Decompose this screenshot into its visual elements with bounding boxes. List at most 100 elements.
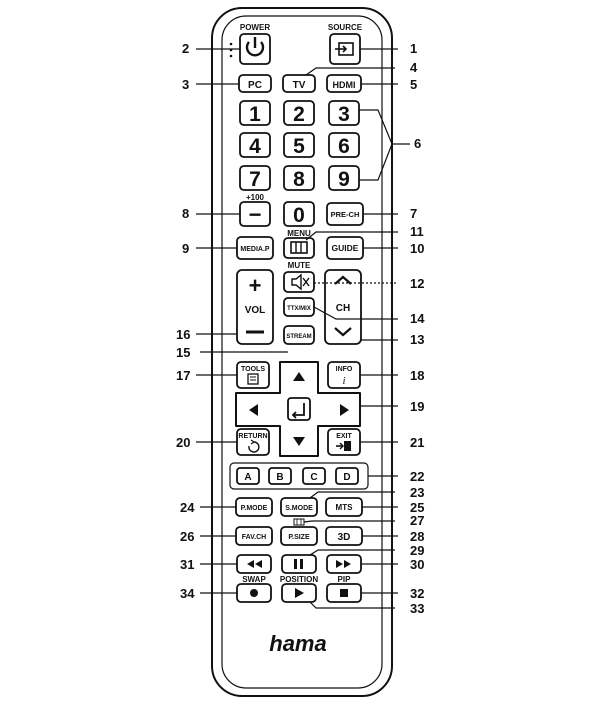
vol-label: VOL	[245, 305, 266, 316]
mts-button[interactable]: MTS	[325, 497, 363, 517]
return-button[interactable]: RETURN	[236, 428, 270, 456]
power-button[interactable]	[239, 33, 271, 65]
record-button[interactable]	[236, 583, 272, 603]
svg-text:8: 8	[293, 168, 305, 191]
channel-up-icon	[334, 275, 352, 285]
svg-text:INFO: INFO	[336, 366, 353, 373]
svg-text:1: 1	[249, 103, 261, 126]
svg-text:EXIT: EXIT	[336, 433, 352, 440]
power-label: POWER	[240, 23, 270, 32]
fast-forward-button[interactable]	[326, 554, 362, 574]
digit-button-5[interactable]: 5	[283, 132, 315, 158]
svg-text:3: 3	[338, 103, 350, 126]
color-button-a[interactable]: A	[236, 467, 260, 485]
menu-label: MENU	[287, 229, 311, 238]
channel-down-icon	[334, 327, 352, 337]
prech-button[interactable]: PRE-CH	[326, 202, 364, 226]
color-button-d[interactable]: D	[335, 467, 359, 485]
volume-rocker[interactable]: + VOL	[236, 269, 274, 345]
callout-26: 26	[180, 529, 194, 544]
svg-text:MTS: MTS	[336, 503, 354, 512]
mute-button[interactable]	[283, 271, 315, 293]
callout-3: 3	[182, 77, 189, 92]
svg-text:PRE-CH: PRE-CH	[331, 210, 360, 219]
menu-button[interactable]	[283, 237, 315, 259]
digit-button-9[interactable]: 9	[328, 165, 360, 191]
stop-button[interactable]	[326, 583, 362, 603]
mediap-button[interactable]: MEDIA.P	[236, 236, 274, 260]
pause-icon	[294, 559, 303, 569]
swap-label: SWAP	[242, 575, 266, 584]
three-d-button[interactable]: 3D	[325, 526, 363, 546]
stream-button[interactable]: STREAM	[283, 325, 315, 345]
favch-button[interactable]: FAV.CH	[235, 526, 273, 546]
digit-button-0[interactable]: 0	[283, 201, 315, 227]
psize-button[interactable]: P.SIZE	[280, 526, 318, 546]
digit-button-3[interactable]: 3	[328, 100, 360, 126]
source-label: SOURCE	[328, 23, 363, 32]
digit-button-7[interactable]: 7	[239, 165, 271, 191]
digit-button-1[interactable]: 1	[239, 100, 271, 126]
tools-button[interactable]: TOOLS	[236, 361, 270, 389]
info-button[interactable]: INFO i	[327, 361, 361, 389]
svg-text:B: B	[276, 472, 283, 483]
svg-text:TTX/MIX: TTX/MIX	[287, 306, 311, 312]
svg-text:C: C	[310, 472, 317, 483]
nav-left-button[interactable]	[249, 404, 258, 416]
callout-14: 14	[410, 311, 425, 326]
ok-button[interactable]	[287, 397, 311, 421]
channel-rocker[interactable]: CH	[324, 269, 362, 345]
play-icon	[295, 588, 304, 598]
callout-9: 9	[182, 241, 189, 256]
color-button-c[interactable]: C	[302, 467, 326, 485]
nav-up-button[interactable]	[293, 372, 305, 381]
callout-29: 29	[410, 543, 424, 558]
ttxmix-button[interactable]: TTX/MIX	[283, 297, 315, 317]
rewind-button[interactable]	[236, 554, 272, 574]
digit-button-2[interactable]: 2	[283, 100, 315, 126]
pause-button[interactable]	[281, 554, 317, 574]
color-button-b[interactable]: B	[268, 467, 292, 485]
menu-icon	[290, 241, 308, 254]
svg-text:RETURN: RETURN	[238, 433, 267, 440]
svg-text:S.MODE: S.MODE	[285, 505, 313, 512]
source-button[interactable]	[329, 33, 361, 65]
callout-24: 24	[180, 500, 195, 515]
digit-button-6[interactable]: 6	[328, 132, 360, 158]
info-icon: i	[342, 375, 345, 387]
callout-2: 2	[182, 41, 189, 56]
exit-button[interactable]: EXIT	[327, 428, 361, 456]
svg-text:6: 6	[338, 135, 350, 158]
mute-label: MUTE	[288, 261, 311, 270]
callout-13: 13	[410, 332, 424, 347]
minus-button[interactable]: −	[239, 201, 271, 227]
exit-icon	[336, 441, 351, 451]
digit-button-4[interactable]: 4	[239, 132, 271, 158]
plus100-label: +100	[246, 193, 265, 202]
callout-28: 28	[410, 529, 424, 544]
hdmi-button[interactable]: HDMI	[326, 74, 362, 93]
enter-icon	[291, 403, 305, 419]
smode-button[interactable]: S.MODE	[280, 497, 318, 517]
tv-button[interactable]: TV	[282, 74, 316, 93]
svg-text:2: 2	[293, 103, 305, 126]
callout-1: 1	[410, 41, 417, 56]
svg-text:FAV.CH: FAV.CH	[242, 534, 267, 541]
svg-text:P.SIZE: P.SIZE	[288, 534, 310, 541]
guide-button[interactable]: GUIDE	[326, 236, 364, 260]
play-button[interactable]	[281, 583, 317, 603]
svg-text:D: D	[343, 472, 350, 483]
pc-button[interactable]: PC	[238, 74, 272, 93]
callout-18: 18	[410, 368, 424, 383]
svg-text:4: 4	[249, 135, 261, 158]
pmode-button[interactable]: P.MODE	[235, 497, 273, 517]
nav-down-button[interactable]	[293, 437, 305, 446]
digit-button-8[interactable]: 8	[283, 165, 315, 191]
stop-icon	[340, 589, 348, 597]
callout-33: 33	[410, 601, 424, 616]
callout-10: 10	[410, 241, 424, 256]
volume-up-icon: +	[249, 273, 262, 298]
nav-right-button[interactable]	[340, 404, 349, 416]
callout-25: 25	[410, 500, 424, 515]
